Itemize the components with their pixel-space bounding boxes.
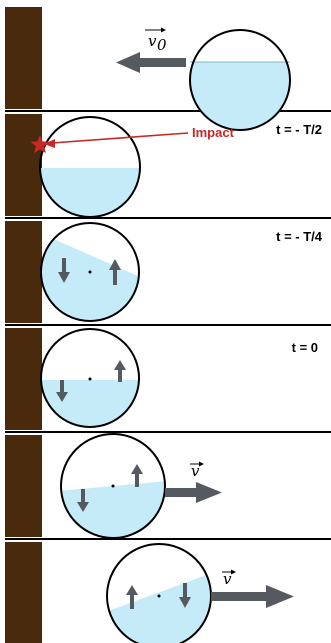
velocity-arrow-icon	[211, 585, 294, 608]
vector-overbar-head	[199, 461, 204, 467]
velocity-label: v	[148, 32, 157, 50]
time-label: t = - T/2	[276, 122, 322, 137]
wall-segment-4	[5, 328, 42, 430]
down-arrow-icon	[56, 380, 68, 402]
container	[60, 433, 166, 539]
impact-pointer	[51, 132, 189, 144]
container	[40, 328, 140, 428]
center-dot	[88, 377, 92, 381]
wall	[5, 7, 42, 643]
panel-2: Impact t = - T/2	[30, 116, 322, 218]
container	[189, 29, 291, 131]
up-arrow-icon	[131, 464, 143, 487]
velocity-label: v	[223, 570, 232, 588]
panel-1: v 0	[116, 27, 291, 131]
container-water	[41, 380, 139, 427]
panel-4: t = 0	[40, 328, 318, 428]
container	[39, 116, 141, 218]
vector-overbar-head	[231, 569, 236, 575]
container-water	[41, 233, 139, 321]
velocity-label: v	[191, 462, 200, 480]
down-arrow-icon	[58, 258, 70, 283]
center-dot	[88, 270, 92, 274]
time-label: t = - T/4	[276, 229, 323, 244]
velocity-arrow-icon	[165, 482, 222, 503]
center-dot	[111, 484, 115, 488]
down-arrow-icon	[179, 583, 191, 608]
container	[40, 222, 140, 322]
wall-segment-5	[5, 435, 42, 537]
center-dot	[157, 594, 161, 598]
velocity-subscript: 0	[157, 36, 167, 54]
panel-6: v	[106, 543, 294, 643]
impact-pointer-head	[44, 139, 55, 148]
panel-5: v	[60, 433, 222, 539]
panel-3: t = - T/4	[40, 222, 323, 322]
up-arrow-icon	[126, 585, 138, 609]
wall-segment-1	[5, 7, 42, 109]
up-arrow-icon	[109, 259, 121, 285]
container-water	[61, 481, 165, 538]
impact-label: Impact	[192, 125, 235, 140]
up-arrow-icon	[114, 360, 126, 382]
time-label: t = 0	[292, 340, 318, 355]
impact-star-icon	[30, 135, 50, 154]
container-water	[107, 570, 211, 643]
velocity-arrow-icon	[116, 52, 186, 73]
wall-segment-6	[5, 542, 42, 643]
down-arrow-icon	[77, 489, 89, 512]
wall-segment-3	[5, 221, 42, 323]
vector-overbar-head	[161, 27, 166, 33]
wall-segment-2	[5, 114, 42, 216]
